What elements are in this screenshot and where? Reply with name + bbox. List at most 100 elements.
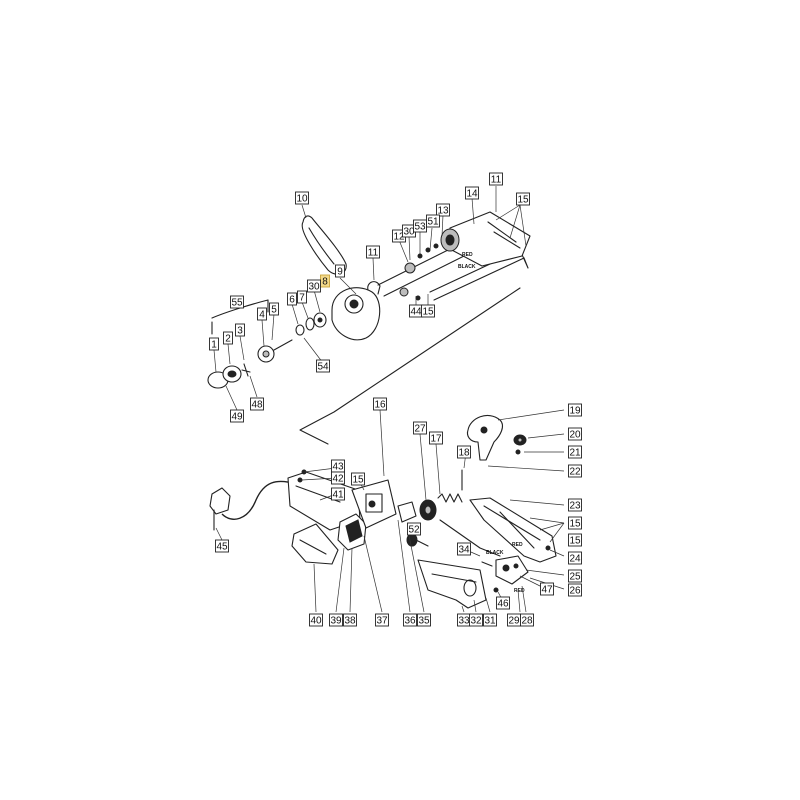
gearbox-part xyxy=(351,479,417,529)
callout-51: 51 xyxy=(426,214,440,228)
callout-box xyxy=(287,292,297,306)
callout-number: 29 xyxy=(508,616,520,627)
callout-number: 16 xyxy=(374,400,386,411)
callout-52: 52 xyxy=(407,522,421,536)
callout-number: 41 xyxy=(332,490,344,501)
callout-box xyxy=(366,245,380,259)
callout-box xyxy=(331,487,345,501)
callout-number: 20 xyxy=(569,430,581,441)
callout-10: 10 xyxy=(295,191,309,205)
callout-15: 15 xyxy=(351,472,365,486)
callout-box xyxy=(496,596,510,610)
wire-label-black-top: BLACK xyxy=(458,264,476,270)
callout-number: 45 xyxy=(216,542,228,553)
callout-42: 42 xyxy=(331,471,345,485)
callout-number: 6 xyxy=(289,295,295,306)
callout-11: 11 xyxy=(489,172,503,186)
callout-number: 42 xyxy=(332,474,344,485)
callout-number: 23 xyxy=(569,501,581,512)
callout-23: 23 xyxy=(568,498,582,512)
callout-43: 43 xyxy=(331,459,345,473)
callout-3: 3 xyxy=(235,323,245,337)
callout-13: 13 xyxy=(436,203,450,217)
wire-label-red-bottom-2: RED xyxy=(514,588,525,594)
callout-box xyxy=(331,471,345,485)
callout-number: 14 xyxy=(466,189,478,200)
callout-number: 11 xyxy=(491,175,502,186)
motor-part xyxy=(337,513,367,551)
callout-38: 38 xyxy=(343,613,357,627)
handle-grip-part xyxy=(301,215,347,275)
nut-part xyxy=(513,434,527,446)
callout-18: 18 xyxy=(457,445,471,459)
callout-box xyxy=(375,613,389,627)
lower-wires xyxy=(439,519,501,557)
callout-box xyxy=(540,582,554,596)
callout-27: 27 xyxy=(413,421,427,435)
callout-number: 26 xyxy=(569,586,581,597)
battery-cover-part xyxy=(291,523,339,565)
wire-label-red-top: RED xyxy=(462,252,473,258)
callout-number: 3 xyxy=(237,326,243,337)
callout-number: 12 xyxy=(393,232,405,243)
callout-number: 30 xyxy=(403,227,415,238)
callout-48: 48 xyxy=(250,397,264,411)
callout-5: 5 xyxy=(269,302,279,316)
callout-number: 48 xyxy=(251,400,263,411)
spring-part xyxy=(437,469,463,503)
callout-number: 34 xyxy=(458,545,470,556)
callout-14: 14 xyxy=(465,186,479,200)
callout-number: 39 xyxy=(330,616,342,627)
callout-box xyxy=(230,295,244,309)
callout-16: 16 xyxy=(373,397,387,411)
callout-8: 8 xyxy=(320,274,330,288)
callout-number: 52 xyxy=(408,525,420,536)
callout-box xyxy=(457,445,471,459)
callout-number: 2 xyxy=(225,334,231,345)
callout-17: 17 xyxy=(429,431,443,445)
callout-15: 15 xyxy=(568,516,582,530)
callout-box xyxy=(568,533,582,547)
callout-number: 31 xyxy=(484,616,496,627)
callout-number: 43 xyxy=(332,462,344,473)
callout-34: 34 xyxy=(457,542,471,556)
callout-box xyxy=(516,192,530,206)
callout-39: 39 xyxy=(329,613,343,627)
callout-number: 32 xyxy=(470,616,482,627)
callout-number: 15 xyxy=(352,475,364,486)
callout-54: 54 xyxy=(316,359,330,373)
callout-number: 36 xyxy=(404,616,416,627)
callout-box xyxy=(307,279,321,293)
callout-44: 44 xyxy=(409,304,423,318)
callout-number: 46 xyxy=(497,599,509,610)
callout-number: 53 xyxy=(414,222,426,233)
callout-box xyxy=(413,421,427,435)
callout-number: 24 xyxy=(569,554,581,565)
callout-9: 9 xyxy=(335,264,345,278)
callout-number: 44 xyxy=(410,307,422,318)
callout-box xyxy=(568,427,582,441)
callout-35: 35 xyxy=(417,613,431,627)
callout-box xyxy=(426,214,440,228)
callout-number: 9 xyxy=(337,267,343,278)
callout-49: 49 xyxy=(230,409,244,423)
callout-box xyxy=(329,613,343,627)
callout-box xyxy=(457,542,471,556)
callout-box xyxy=(235,323,245,337)
callout-33: 33 xyxy=(457,613,471,627)
trimmer-head-parts xyxy=(207,339,293,389)
callout-box xyxy=(223,331,233,345)
callout-number: 5 xyxy=(271,305,277,316)
callout-box xyxy=(373,397,387,411)
callout-29: 29 xyxy=(507,613,521,627)
callout-number: 49 xyxy=(231,412,243,423)
charger-part xyxy=(209,480,297,531)
lower-assembly: BLACK RED RED xyxy=(209,409,565,613)
callout-19: 19 xyxy=(568,403,582,417)
callout-number: 54 xyxy=(317,362,329,373)
callout-number: 30 xyxy=(308,282,320,293)
callout-7: 7 xyxy=(297,290,307,304)
top-handle-part xyxy=(466,415,503,461)
callout-box xyxy=(520,613,534,627)
